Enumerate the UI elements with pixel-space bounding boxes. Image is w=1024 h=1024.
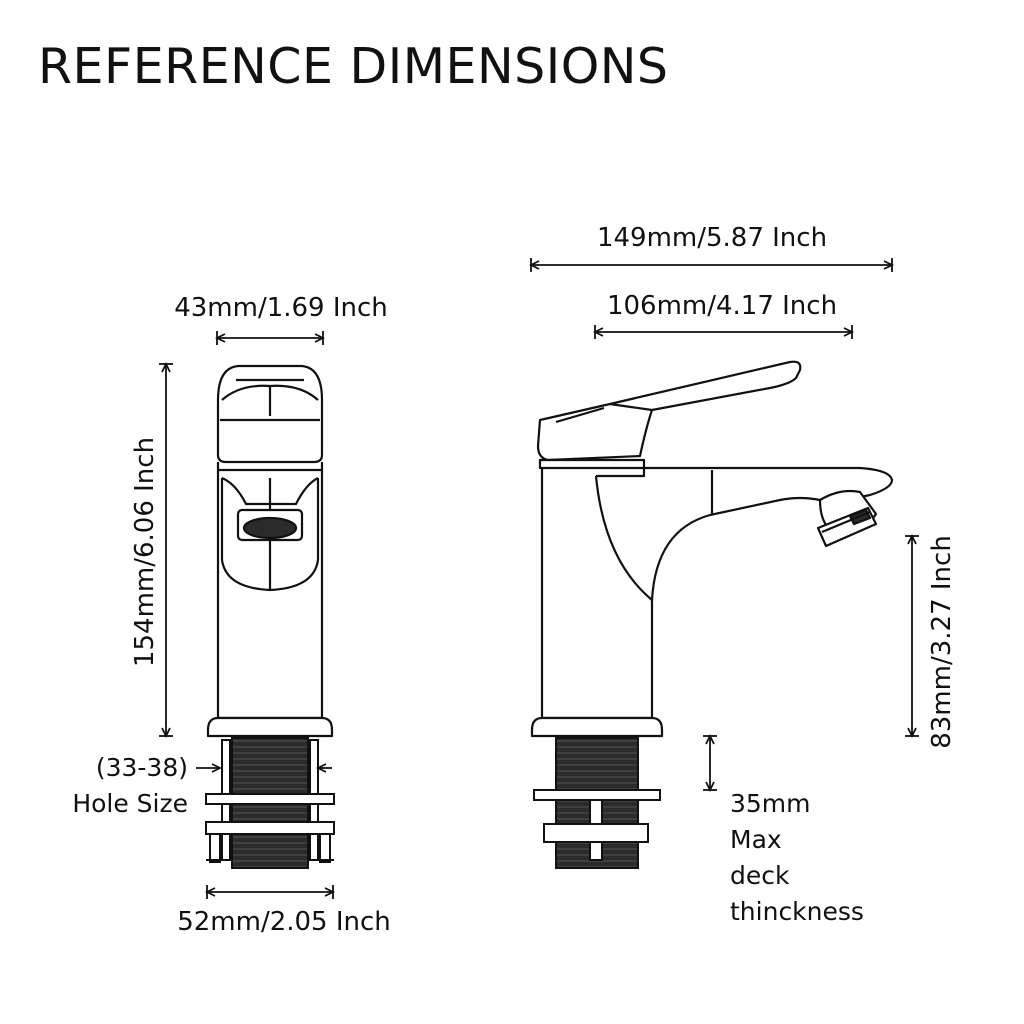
front-washer bbox=[205, 793, 335, 805]
side-dimension-lines bbox=[528, 258, 919, 793]
side-spout-reach-label: 106mm/4.17 Inch bbox=[607, 291, 837, 321]
side-total-length-label: 149mm/5.87 Inch bbox=[597, 223, 827, 253]
hole-size-range-label: (33-38) bbox=[96, 753, 188, 782]
side-lever-handle bbox=[536, 360, 802, 462]
side-washer bbox=[533, 789, 661, 801]
front-view-faucet bbox=[206, 364, 334, 738]
front-handle bbox=[216, 364, 324, 464]
front-dimension-lines bbox=[159, 331, 336, 899]
deck-line2-label: deck bbox=[730, 861, 790, 890]
front-nut-plate bbox=[205, 821, 335, 835]
front-height-label: 154mm/6.06 Inch bbox=[130, 437, 160, 667]
front-top-width-label: 43mm/1.69 Inch bbox=[174, 293, 388, 323]
deck-line3-label: thinckness bbox=[730, 897, 864, 926]
side-view-faucet bbox=[530, 360, 894, 738]
side-nut-plate bbox=[543, 823, 649, 843]
hole-size-label: Hole Size bbox=[72, 789, 188, 818]
front-mounting-hardware bbox=[205, 737, 335, 869]
front-base-ring bbox=[206, 716, 334, 738]
side-mounting-hardware bbox=[533, 737, 661, 869]
deck-line1-label: Max bbox=[730, 825, 782, 854]
deck-value-label: 35mm bbox=[730, 789, 811, 818]
front-base-width-label: 52mm/2.05 Inch bbox=[177, 907, 391, 937]
side-spout-height-label: 83mm/3.27 Inch bbox=[927, 535, 957, 749]
page-title: REFERENCE DIMENSIONS bbox=[38, 38, 669, 95]
side-aerator bbox=[816, 506, 878, 548]
side-base-ring bbox=[530, 716, 664, 738]
